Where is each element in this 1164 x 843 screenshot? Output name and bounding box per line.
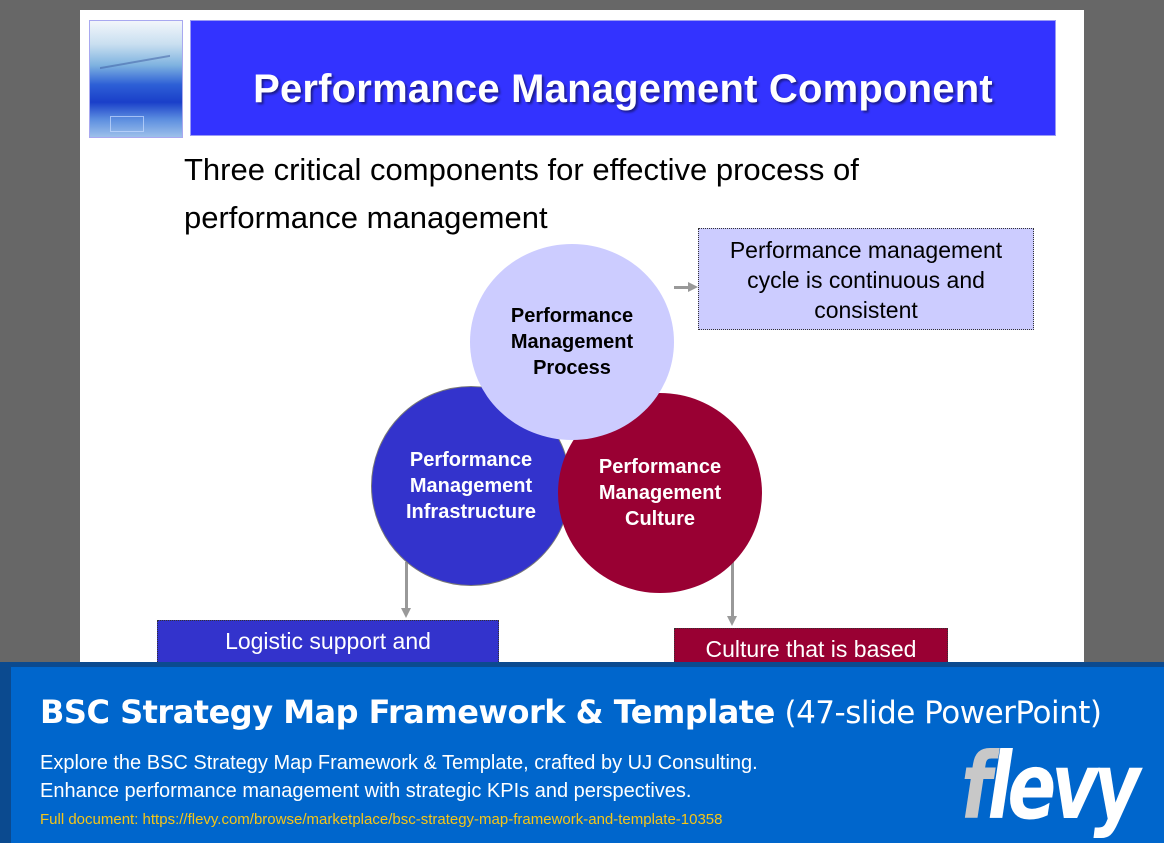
promo-banner-inner: BSC Strategy Map Framework & Template (4… <box>11 667 1164 843</box>
logo-f: f <box>961 733 992 840</box>
banner-title-light: (47-slide PowerPoint) <box>784 695 1102 731</box>
slide-thumbnail-image <box>89 20 183 138</box>
cycle-text-2: cycle is continuous and <box>747 267 985 293</box>
subtitle-line-1: Three critical components for effective … <box>184 152 859 187</box>
arrow-down-left-line <box>405 562 408 610</box>
infrastructure-label-2: Management <box>409 475 533 497</box>
process-circle: Performance Management Process <box>470 244 674 440</box>
subtitle-line-2: performance management <box>184 200 548 235</box>
slide-title: Performance Management Component <box>253 66 993 111</box>
full-document-link[interactable]: Full document: https://flevy.com/browse/… <box>40 811 723 828</box>
banner-description: Explore the BSC Strategy Map Framework &… <box>40 749 758 805</box>
logo-rest: levy <box>987 733 1141 840</box>
promo-banner: BSC Strategy Map Framework & Template (4… <box>0 662 1164 843</box>
arrow-down-left-icon <box>401 608 411 618</box>
cycle-text-1: Performance management <box>729 237 1003 263</box>
culture-label-3: Culture <box>625 508 695 530</box>
cycle-callout-box: Performance management cycle is continuo… <box>698 228 1034 330</box>
infrastructure-label-1: Performance <box>409 449 533 471</box>
slide-subtitle: Three critical components for effective … <box>184 146 964 242</box>
cycle-text-3: consistent <box>814 297 918 323</box>
banner-title-bold: BSC Strategy Map Framework & Template <box>40 693 775 731</box>
culture-text: Culture that is based <box>705 636 917 662</box>
arrow-down-right-line <box>731 562 734 618</box>
process-label-3: Process <box>533 357 611 379</box>
banner-desc-line-2: Enhance performance management with stra… <box>40 780 692 802</box>
process-label-2: Management <box>510 331 634 353</box>
arrow-right-line <box>674 286 690 289</box>
logistic-text: Logistic support and <box>225 628 431 654</box>
arrow-down-right-icon <box>727 616 737 626</box>
culture-label-1: Performance <box>598 456 722 478</box>
logistic-callout-box: Logistic support and <box>157 620 499 670</box>
slide: Performance Management Component Three c… <box>80 10 1084 670</box>
process-label-1: Performance <box>510 305 634 327</box>
flevy-logo[interactable]: flevy <box>961 737 1140 837</box>
infrastructure-label-3: Infrastructure <box>405 501 537 523</box>
culture-label-2: Management <box>598 482 722 504</box>
banner-desc-line-1: Explore the BSC Strategy Map Framework &… <box>40 752 758 774</box>
arrow-right-icon <box>688 282 698 292</box>
banner-title: BSC Strategy Map Framework & Template (4… <box>40 693 1102 731</box>
title-bar: Performance Management Component <box>190 20 1056 136</box>
